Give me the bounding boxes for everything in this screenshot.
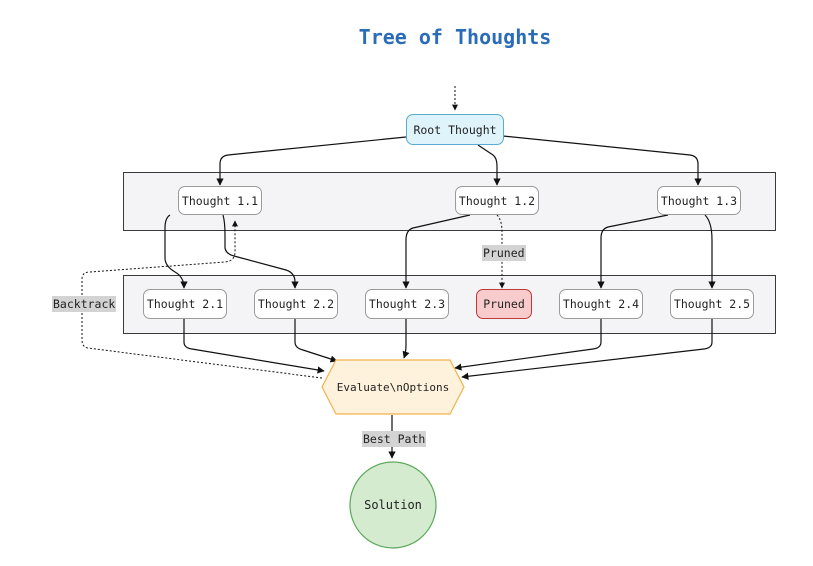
node-evaluate-options[interactable]: Evaluate\nOptions — [336, 381, 450, 394]
level-2-group — [123, 275, 776, 334]
edge-label-backtrack: Backtrack — [52, 296, 117, 312]
node-thought-2-4[interactable]: Thought 2.4 — [559, 289, 643, 319]
node-thought-1-2[interactable]: Thought 1.2 — [455, 186, 539, 215]
node-solution[interactable]: Solution — [364, 498, 422, 512]
solution-shape — [349, 461, 437, 549]
evaluate-shape — [321, 359, 465, 415]
edge-root-t13 — [502, 135, 702, 186]
edge-backtrack — [81, 220, 323, 379]
edge-t13-t25 — [704, 214, 716, 289]
diagram-title: Tree of Thoughts — [358, 25, 552, 49]
edge-t13-t24 — [597, 214, 669, 289]
edge-t22-evaluate — [294, 319, 338, 363]
node-thought-2-1[interactable]: Thought 2.1 — [143, 289, 227, 319]
node-thought-2-3[interactable]: Thought 2.3 — [365, 289, 449, 319]
edge-t11-t22 — [222, 214, 299, 289]
edge-t25-evaluate — [461, 319, 713, 380]
edge-t12-pruned — [496, 214, 505, 289]
edge-t23-evaluate — [402, 319, 410, 359]
edge-t21-evaluate — [183, 319, 325, 374]
edge-label-best-path: Best Path — [362, 431, 427, 447]
edge-label-pruned: Pruned — [482, 245, 526, 261]
node-root-thought[interactable]: Root Thought — [406, 114, 504, 145]
edge-root-t11 — [216, 136, 407, 186]
edge-t24-evaluate — [454, 319, 602, 371]
node-thought-1-3[interactable]: Thought 1.3 — [657, 186, 741, 215]
edge-root-t12 — [477, 144, 501, 186]
node-thought-1-1[interactable]: Thought 1.1 — [178, 186, 262, 215]
node-thought-2-2[interactable]: Thought 2.2 — [254, 289, 338, 319]
edge-t12-t23 — [402, 214, 471, 289]
node-thought-2-5[interactable]: Thought 2.5 — [670, 289, 754, 319]
edge-t11-t21 — [164, 214, 188, 289]
node-pruned[interactable]: Pruned — [476, 289, 532, 319]
